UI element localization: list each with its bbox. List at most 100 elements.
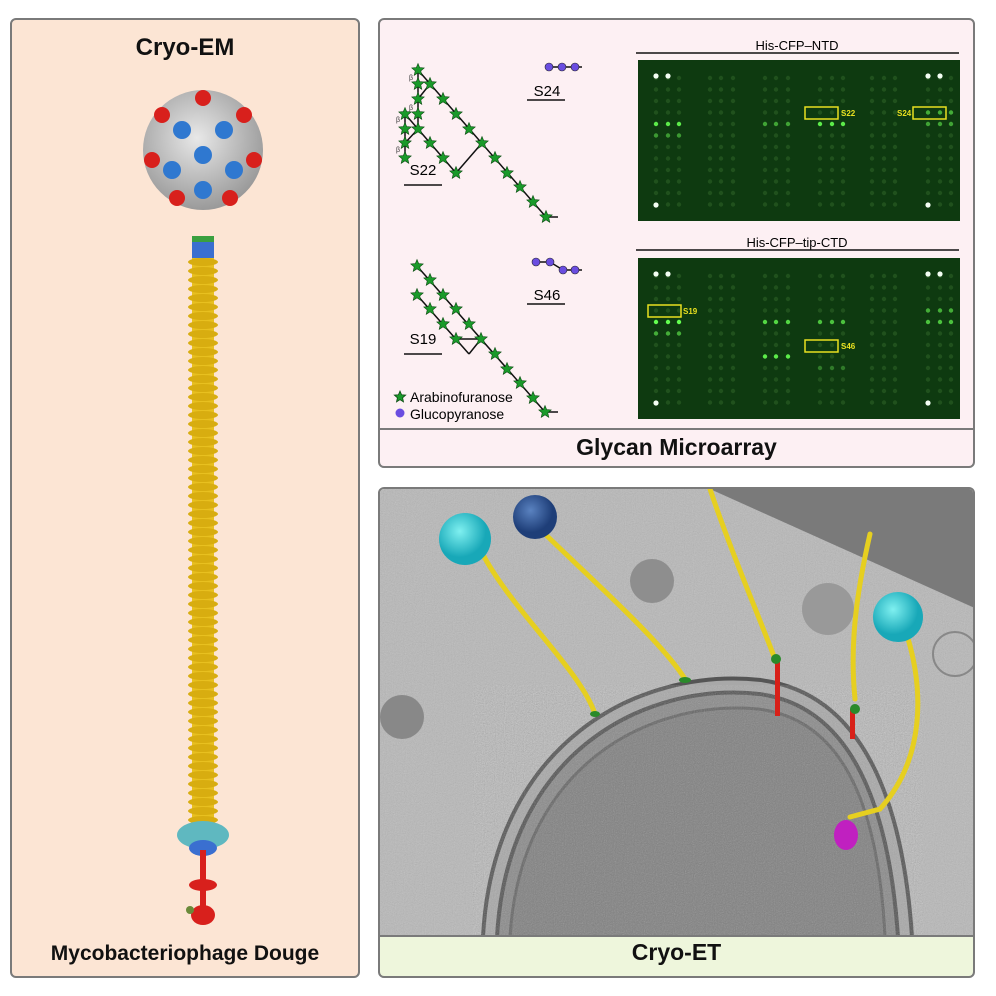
tail-ring: [188, 798, 218, 806]
array-spot: [892, 190, 898, 196]
array-spot: [676, 308, 682, 313]
array-spot: [892, 133, 898, 138]
array-spot: [730, 388, 736, 394]
array-spot: [869, 179, 875, 184]
array-spot: [773, 167, 779, 173]
phage-structure-image: [143, 90, 263, 925]
array-spot: [665, 319, 671, 325]
arabinofuranose-icon: [411, 106, 425, 120]
tail-ring: [188, 672, 218, 680]
array-spot: [869, 167, 875, 173]
array-spot: [869, 87, 875, 92]
array-spot: [665, 133, 671, 138]
array-spot: [881, 319, 887, 325]
array-spot: [881, 365, 887, 371]
beta-linkage-label: β: [396, 147, 400, 154]
array-spot: [730, 202, 736, 207]
array-spot: [653, 110, 659, 115]
reference-spot: [925, 400, 931, 406]
array-spot: [840, 331, 846, 336]
array-spot: [881, 179, 887, 184]
array-spot: [676, 156, 682, 161]
tail-ring: [188, 807, 218, 815]
array-spot: [730, 285, 736, 290]
reference-spot: [925, 73, 931, 79]
array-spot: [762, 308, 768, 313]
reference-spot: [937, 271, 943, 277]
tail-ring: [188, 285, 218, 293]
array-spot: [948, 121, 954, 127]
label-s19: S19: [410, 331, 437, 348]
array-spot: [869, 285, 875, 290]
array-spot: [785, 179, 791, 184]
beta-linkage-label: β: [409, 75, 413, 82]
arabinofuranose-icon: [488, 346, 502, 360]
tail-ring: [188, 501, 218, 509]
array-spot: [730, 98, 736, 104]
array-spot: [869, 202, 875, 207]
array-spot: [925, 121, 931, 127]
arabinofuranose-icon: [423, 135, 437, 149]
tail-ring: [188, 780, 218, 788]
array-spot: [653, 388, 659, 394]
tail-ring: [188, 258, 218, 266]
array-spot: [718, 308, 724, 313]
array-spot: [817, 377, 823, 382]
array-spot: [653, 354, 659, 359]
array-spot: [829, 110, 835, 115]
arabinofuranose-icon: [398, 106, 412, 120]
array-spot: [718, 167, 724, 173]
array-spot: [665, 377, 671, 382]
array-spot: [718, 354, 724, 359]
tail-ring: [188, 276, 218, 284]
array-spot: [718, 400, 724, 405]
array-spot: [937, 98, 943, 104]
tail-ring: [188, 393, 218, 401]
tail-ring: [188, 510, 218, 518]
array-spot: [869, 342, 875, 348]
array-spot: [817, 179, 823, 184]
array-spot: [892, 365, 898, 371]
array-spot: [730, 167, 736, 173]
array-spot: [869, 133, 875, 138]
arabinofuranose-icon: [449, 331, 463, 345]
array-spot: [665, 156, 671, 161]
label-s46: S46: [534, 287, 561, 304]
array-spot: [840, 75, 846, 81]
capsomer: [225, 161, 243, 179]
array-spot: [773, 377, 779, 382]
array-spot: [785, 342, 791, 348]
phage-tail: [188, 258, 218, 828]
arabinofuranose-icon: [410, 287, 424, 301]
array-spot: [937, 308, 943, 313]
array-spot: [773, 342, 779, 348]
glucopyranose-icon: [570, 62, 580, 72]
array-spot: [762, 144, 768, 150]
array-spot: [653, 144, 659, 150]
array-spot: [948, 156, 954, 161]
array-spot: [676, 285, 682, 290]
array-spot: [817, 319, 823, 325]
array-spot: [665, 296, 671, 302]
arabinofuranose-icon: [436, 287, 450, 301]
capsomer: [195, 90, 211, 106]
array-spot: [653, 377, 659, 382]
array-spot: [892, 354, 898, 359]
array-spot: [881, 156, 887, 161]
array-spot: [869, 319, 875, 325]
tail-ring: [188, 438, 218, 446]
array-spot: [707, 87, 713, 92]
array-spot: [840, 388, 846, 394]
array-spot: [948, 110, 954, 115]
array-spot: [773, 202, 779, 207]
array-spot: [762, 354, 768, 359]
tail-ring: [188, 321, 218, 329]
array-spot: [869, 400, 875, 405]
bacterial-cell: [481, 676, 914, 937]
array-spot: [653, 87, 659, 92]
array-spot: [730, 296, 736, 302]
tail-ring: [188, 519, 218, 527]
array-spot: [665, 342, 671, 348]
array-spot: [925, 296, 931, 302]
capsomer: [154, 107, 170, 123]
